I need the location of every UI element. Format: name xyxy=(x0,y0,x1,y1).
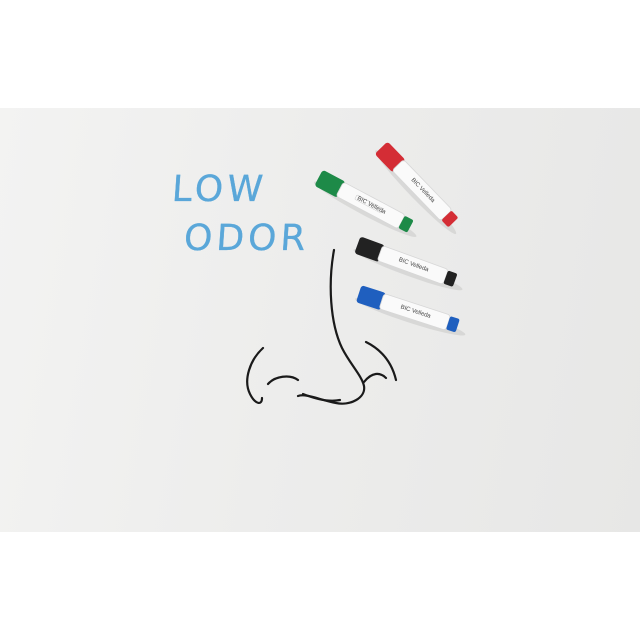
board-drawing: BIC Velleda BIC Velleda BIC Velleda xyxy=(246,142,466,405)
green-marker: BIC Velleda xyxy=(313,170,417,238)
nose-bottom-stroke xyxy=(301,392,342,402)
right-nostril-inner-stroke xyxy=(362,372,388,384)
whiteboard: LOW ODOR BIC Velleda xyxy=(0,108,640,532)
right-nostril-stroke xyxy=(364,340,398,382)
left-nostril-stroke xyxy=(246,346,265,404)
black-marker: BIC Velleda xyxy=(353,237,463,291)
left-nostril-inner-stroke xyxy=(266,375,300,386)
nose-drawing xyxy=(246,248,398,405)
nose-bridge-stroke xyxy=(296,248,366,405)
blue-marker: BIC Velleda xyxy=(354,285,466,336)
